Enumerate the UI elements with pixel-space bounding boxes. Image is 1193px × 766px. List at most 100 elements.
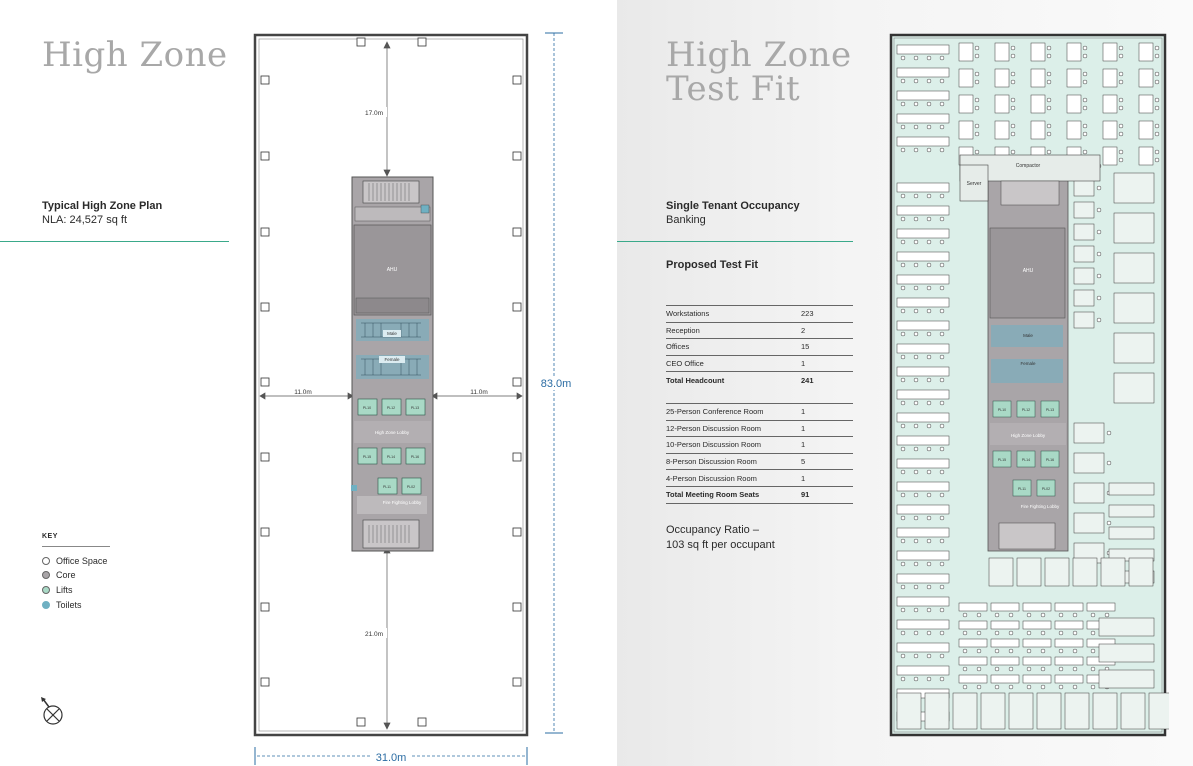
chair [913,446,919,452]
chair [926,193,932,199]
chair [900,124,906,130]
chair [1046,53,1052,59]
desk [896,550,950,561]
chair [926,400,932,406]
chair [1118,105,1124,111]
chair [939,400,945,406]
male-label: Male [387,331,397,336]
chair [900,377,906,383]
chair [939,653,945,659]
chair [1026,612,1032,618]
chair [900,492,906,498]
svg-text:PL10: PL10 [998,408,1006,412]
desk [980,692,1006,730]
svg-text:PL10: PL10 [363,406,371,410]
dim-bottom: 21.0m [365,631,383,638]
desk [1100,557,1126,587]
desk [958,42,974,62]
desk [1022,638,1052,648]
occupancy-title: Single Tenant Occupancy [666,200,800,212]
chair [939,492,945,498]
svg-text:PL14: PL14 [1022,458,1030,462]
chair [994,666,1000,672]
chair [939,630,945,636]
chair [939,446,945,452]
chair [913,262,919,268]
chair [974,131,980,137]
chair [1010,149,1016,155]
desk [1073,179,1095,197]
chair [900,101,906,107]
chair [1040,684,1046,690]
desk [1073,482,1105,504]
chair [926,584,932,590]
desk [896,228,950,239]
chair [926,147,932,153]
svg-text:PL12: PL12 [387,406,395,410]
chair [900,676,906,682]
chair [913,561,919,567]
chair [1072,612,1078,618]
chair [913,469,919,475]
desk [924,692,950,730]
desk [1113,372,1155,404]
chair [1058,684,1064,690]
chair [939,239,945,245]
desk [958,94,974,114]
north-arrow-icon [41,697,63,725]
chair [926,630,932,636]
plan-title: Typical High Zone Plan [42,200,163,212]
chair [939,607,945,613]
chair [913,216,919,222]
chair [926,331,932,337]
chair [939,262,945,268]
chair [976,612,982,618]
desk [1138,120,1154,140]
chair [939,377,945,383]
chair [939,584,945,590]
chair [962,612,968,618]
chair [926,676,932,682]
chair [1008,630,1014,636]
desk [1102,146,1118,166]
dim-right: 11.0m [470,389,488,396]
desk [990,620,1020,630]
chair [1082,79,1088,85]
chair [926,377,932,383]
desk [994,94,1010,114]
chair [939,78,945,84]
desk [1108,526,1155,540]
chair [1090,666,1096,672]
desk [896,642,950,653]
desk [896,665,950,676]
chair [913,630,919,636]
chair [1154,79,1160,85]
chair [974,97,980,103]
chair [939,469,945,475]
chair [939,55,945,61]
chair [1090,648,1096,654]
chair [1046,97,1052,103]
desk [1054,674,1084,684]
desk [1030,120,1046,140]
chair [994,612,1000,618]
desk [896,297,950,308]
female-label: Female [384,357,400,362]
desk [1073,311,1095,329]
high-zone-floor-plan: 17.0m 21.0m 11.0m 11.0m 83.0m 31.0m AHU [253,32,573,765]
structural-columns [260,37,522,727]
desk [1072,557,1098,587]
chair [1082,45,1088,51]
desk [958,68,974,88]
chair [926,308,932,314]
chair [1154,45,1160,51]
chair [1008,612,1014,618]
chair [1096,229,1102,235]
chair [994,648,1000,654]
chair [900,55,906,61]
desk [896,596,950,607]
